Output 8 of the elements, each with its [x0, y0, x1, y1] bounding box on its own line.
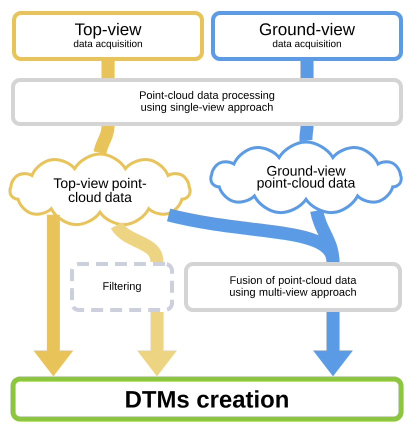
process-box: Ground-view data acquisition [211, 11, 403, 61]
process-box: Top-view data acquisition [12, 11, 204, 61]
process-box: Point-cloud data processing using single-view approach [11, 78, 403, 126]
data-cloud: Top-view point-cloud data [8, 152, 192, 226]
process-box: Fusion of point-cloud data using multi-view approach [184, 262, 402, 312]
data-cloud: Ground-view point-cloud data [209, 140, 403, 214]
process-box: DTMs creation [10, 376, 404, 422]
process-box: Filtering [70, 262, 174, 312]
